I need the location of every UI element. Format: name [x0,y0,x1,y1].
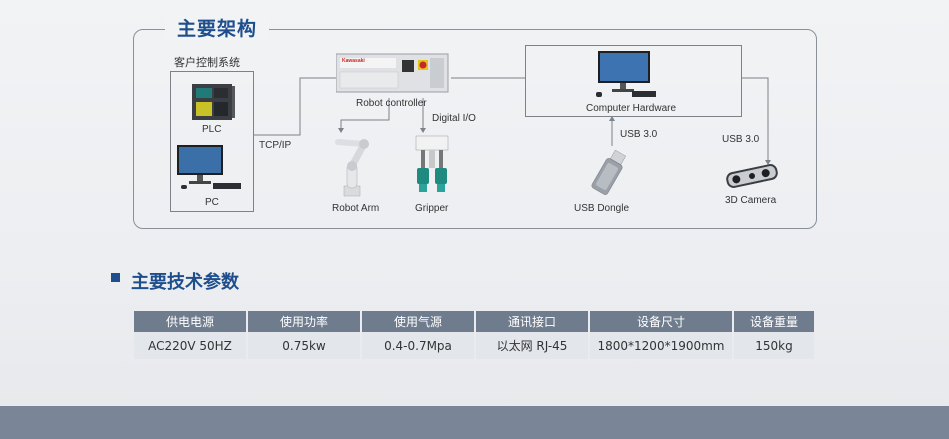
computer-hardware-label: Computer Hardware [586,103,677,114]
plc-label: PLC [202,124,222,135]
robot-controller-icon [335,52,451,96]
customer-system-label: 客户控制系统 [174,56,240,69]
spec-value-interface: 以太网 RJ-45 [476,332,588,359]
usb-label-dongle: USB 3.0 [620,129,658,140]
pc-label: PC [205,197,219,208]
camera-label: 3D Camera [725,195,777,206]
specs-table: 供电电源 使用功率 使用气源 通讯接口 设备尺寸 设备重量 AC220V 50H… [132,311,816,359]
robot-arm-label: Robot Arm [332,203,380,214]
camera-icon [722,160,782,192]
spec-value-power-supply: AC220V 50HZ [134,332,246,359]
spec-header-power: 使用功率 [248,311,360,332]
tcp-label: TCP/IP [259,140,292,151]
spec-value-dimensions: 1800*1200*1900mm [590,332,732,359]
pc-icon [175,143,247,193]
computer-monitor-icon [592,49,660,101]
robot-arm-icon [326,134,376,198]
specs-header-row: 供电电源 使用功率 使用气源 通讯接口 设备尺寸 设备重量 [134,311,814,332]
spec-header-interface: 通讯接口 [476,311,588,332]
spec-header-power-supply: 供电电源 [134,311,246,332]
spec-value-weight: 150kg [734,332,814,359]
spec-header-air-supply: 使用气源 [362,311,474,332]
gripper-icon [412,134,452,198]
usb-label-camera: USB 3.0 [722,134,760,145]
robot-controller-label: Robot controller [356,98,427,109]
spec-value-air-supply: 0.4-0.7Mpa [362,332,474,359]
controller-brand-logo: Kawasaki [342,58,365,64]
plc-icon [190,82,236,122]
computer-hardware-box [525,45,742,117]
specs-value-row: AC220V 50HZ 0.75kw 0.4-0.7Mpa 以太网 RJ-45 … [134,332,814,359]
usb-dongle-icon [586,148,632,198]
section-marker-icon [111,273,120,282]
gripper-label: Gripper [415,203,449,214]
usb-dongle-label: USB Dongle [574,203,630,214]
spec-value-power: 0.75kw [248,332,360,359]
spec-header-weight: 设备重量 [734,311,814,332]
spec-header-dimensions: 设备尺寸 [590,311,732,332]
architecture-frame [133,29,817,229]
footer-bar [0,406,949,439]
specs-title: 主要技术参数 [131,272,239,293]
digital-io-label: Digital I/O [432,113,476,124]
architecture-title: 主要架构 [165,14,270,41]
customer-system-box [170,71,254,212]
